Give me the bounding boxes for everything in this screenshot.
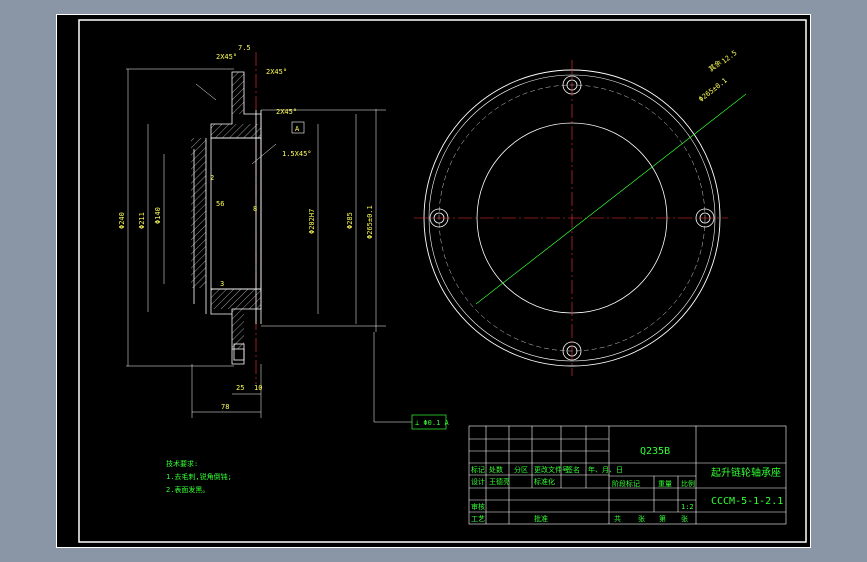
- leader-tolerance: [373, 332, 412, 423]
- dim-chamfer-b: 2X45°: [266, 68, 287, 76]
- title-block: [468, 425, 787, 525]
- dim-2: 2: [210, 174, 214, 182]
- tech-heading: 技术要求:: [166, 459, 198, 468]
- tb-sheet: 张: [638, 514, 645, 523]
- tb-date: 年、月、日: [588, 465, 623, 474]
- hatch-top: [211, 124, 261, 138]
- hatch-flange-bottom: [232, 309, 244, 349]
- dim-chamfer-c: 2X45°: [276, 108, 297, 116]
- outer-circle-inner: [428, 74, 716, 362]
- material-label: Q235B: [640, 446, 670, 457]
- dim-78: 78: [221, 403, 229, 411]
- scale-value: 1:2: [681, 503, 694, 511]
- hatch-bottom: [211, 289, 261, 309]
- tb-standard: 标准化: [534, 477, 555, 486]
- section-wall: [210, 137, 262, 290]
- tb-mark: 标记: [471, 465, 485, 474]
- inner-border: [78, 19, 807, 543]
- dim-10: 10: [254, 384, 262, 392]
- section-view: 7.5 2X45° 2X45° 2X45° 1.5X45° A Φ240 Φ21…: [118, 44, 450, 430]
- part-name: 起升链轮轴承座: [711, 466, 781, 479]
- outer-border: [56, 14, 811, 548]
- tb-ratio: 比例: [681, 479, 695, 488]
- datum-box: [291, 121, 305, 134]
- roughness-value: 12.5: [720, 49, 738, 66]
- leader-chamfer: [251, 143, 277, 165]
- dim-202h7: Φ202H7: [308, 209, 316, 234]
- dim-285: Φ285: [346, 212, 354, 229]
- hatch-flange-top: [232, 72, 244, 114]
- dim-265: Φ265±0.1: [366, 205, 374, 239]
- dim-3: 3: [220, 280, 224, 288]
- drawing-viewport[interactable]: 7.5 2X45° 2X45° 2X45° 1.5X45° A Φ240 Φ21…: [56, 14, 811, 548]
- datum-label: A: [295, 125, 300, 133]
- tb-count: 处数: [489, 465, 503, 474]
- tb-weight: 重量: [658, 480, 672, 488]
- tb-change-doc: 更改文件号: [534, 465, 569, 474]
- dim-25: 25: [236, 384, 244, 392]
- tech-item-1: 1.去毛刺,锐角倒钝;: [166, 472, 232, 481]
- drawing-number: CCCM-5-1-2.1: [711, 496, 783, 507]
- front-view: Φ265±0.1 其余 12.5: [414, 49, 747, 376]
- tb-sheet-2: 张: [681, 514, 688, 523]
- dim-7-5: 7.5: [238, 44, 251, 52]
- dim-chamfer-d: 1.5X45°: [282, 150, 312, 158]
- dim-chamfer-top: 2X45°: [216, 53, 237, 61]
- tb-page: 第: [659, 514, 666, 523]
- pcd-leader: [475, 93, 747, 305]
- pcd-label: Φ265±0.1: [697, 77, 728, 104]
- tb-total: 共: [614, 514, 621, 523]
- tech-requirements: 技术要求: 1.去毛刺,锐角倒钝; 2.表面发黑。: [166, 459, 232, 494]
- tb-designer: 王德亮: [489, 477, 510, 486]
- tech-item-2: 2.表面发黑。: [166, 485, 209, 494]
- tolerance-frame-text: ⊥ Φ0.1 A: [415, 419, 450, 427]
- tolerance-frame: [411, 414, 447, 430]
- tb-review: 审核: [471, 502, 485, 511]
- cad-drawing: 7.5 2X45° 2X45° 2X45° 1.5X45° A Φ240 Φ21…: [56, 14, 811, 548]
- dim-211: Φ211: [138, 212, 146, 229]
- tb-stage: 阶段标记: [612, 479, 640, 488]
- tb-design: 设计: [471, 477, 485, 486]
- hatch-wall: [191, 138, 206, 288]
- tb-zone: 分区: [514, 465, 528, 474]
- tb-approve: 批准: [534, 514, 548, 523]
- dim-8: 8: [253, 205, 257, 213]
- leader-top-chamfer: [195, 83, 217, 101]
- tb-sign: 签名: [566, 465, 580, 474]
- dim-140: Φ140: [154, 207, 162, 224]
- dim-56: 56: [216, 200, 224, 208]
- tb-process: 工艺: [471, 515, 485, 523]
- dim-240: Φ240: [118, 212, 126, 229]
- title-block-text: Q235B 起升链轮轴承座 CCCM-5-1-2.1 1:2 标记 处数 分区 …: [471, 446, 783, 523]
